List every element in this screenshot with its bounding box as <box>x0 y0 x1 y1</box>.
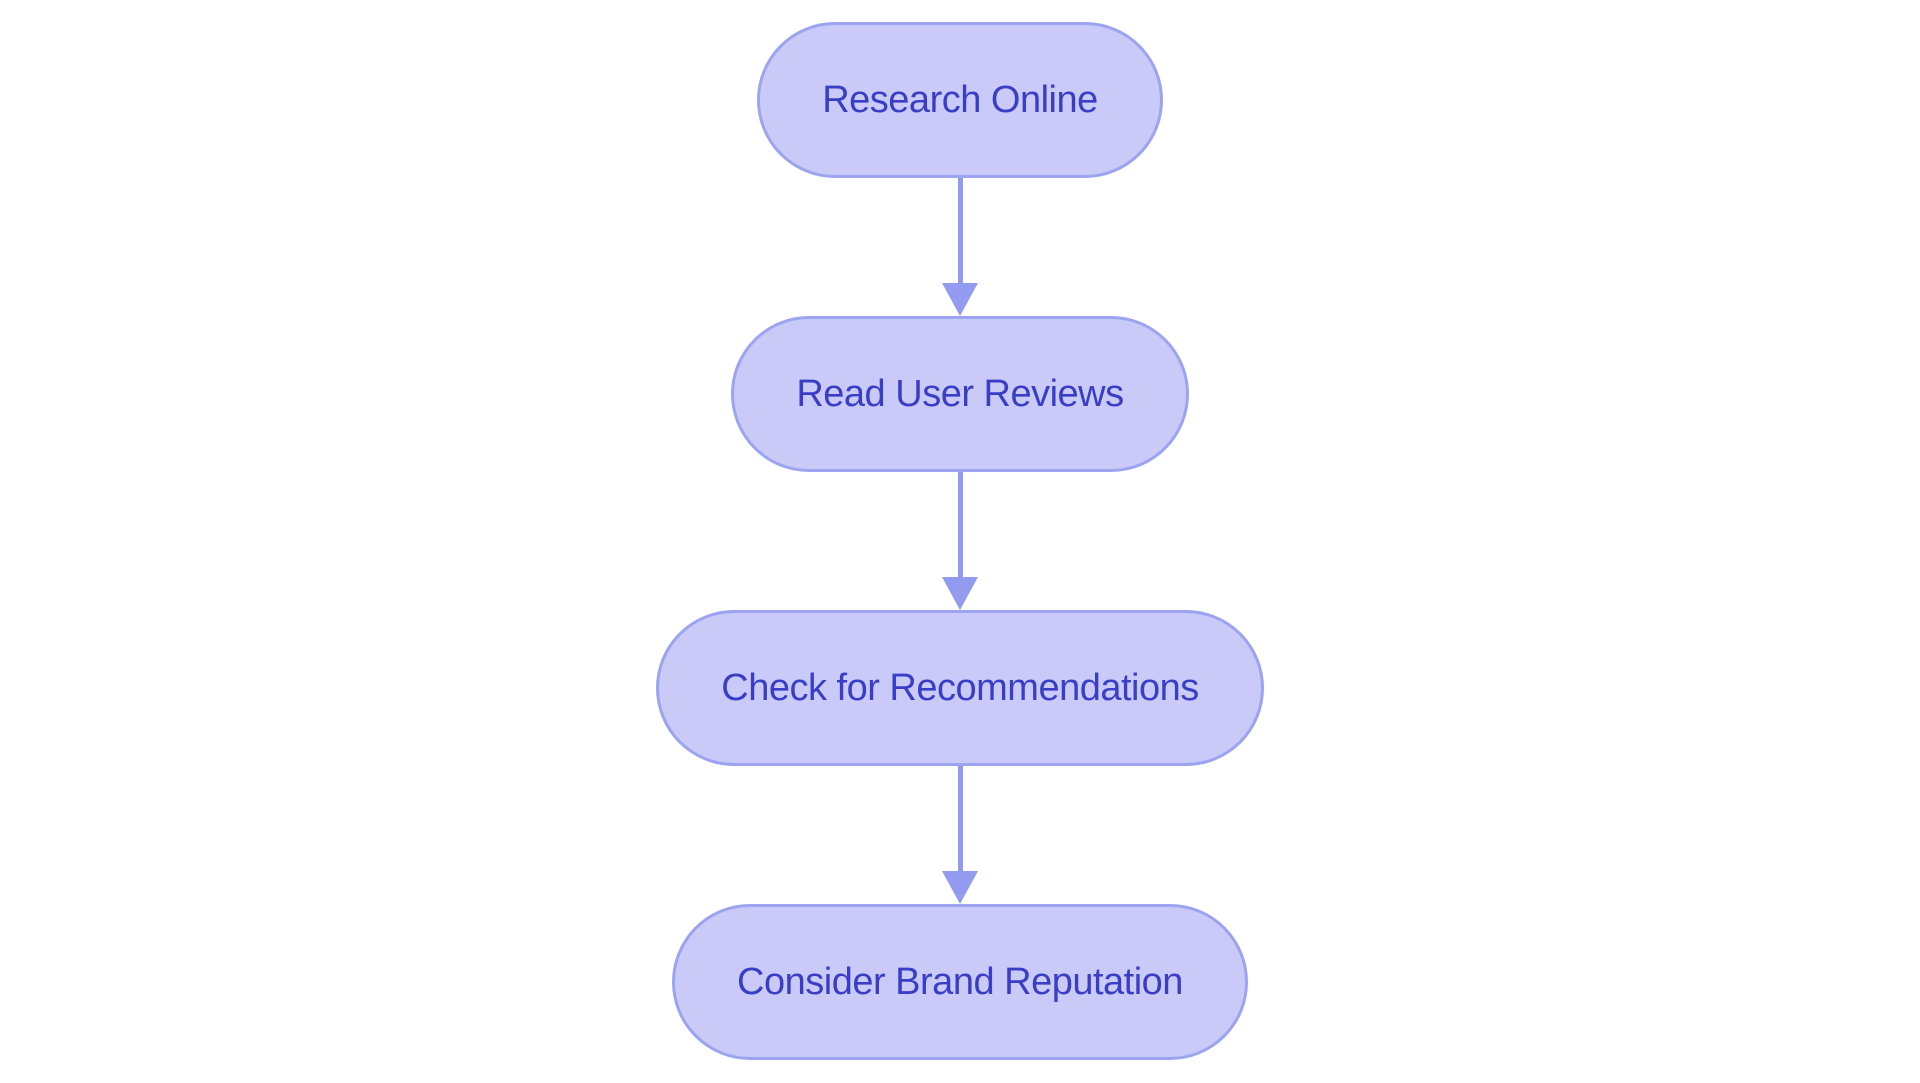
arrow-shaft <box>957 472 963 577</box>
arrow-down-icon <box>942 283 978 316</box>
arrow-shaft <box>957 178 963 283</box>
flow-node-research-online: Research Online <box>757 22 1163 178</box>
flow-node-label: Check for Recommendations <box>721 667 1199 709</box>
arrow-down-icon <box>942 871 978 904</box>
arrow-connector <box>942 472 978 610</box>
flow-node-label: Research Online <box>822 79 1098 121</box>
flow-node-consider-brand-reputation: Consider Brand Reputation <box>672 904 1248 1060</box>
arrow-connector <box>942 766 978 904</box>
flow-node-check-for-recommendations: Check for Recommendations <box>656 610 1264 766</box>
arrow-shaft <box>957 766 963 871</box>
flow-node-label: Read User Reviews <box>796 373 1124 415</box>
flow-node-label: Consider Brand Reputation <box>737 961 1183 1003</box>
flow-node-read-user-reviews: Read User Reviews <box>731 316 1189 472</box>
arrow-connector <box>942 178 978 316</box>
arrow-down-icon <box>942 577 978 610</box>
